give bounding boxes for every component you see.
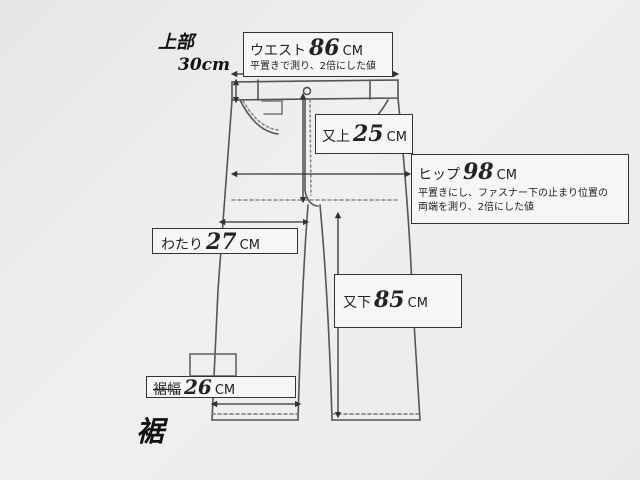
inseam-value: 85	[374, 287, 405, 313]
inseam-box: 又下 85 CM	[334, 274, 462, 328]
top-rise-annotation: 上部 30cm	[158, 32, 230, 76]
front-rise-box: 又上 25 CM	[315, 114, 413, 154]
front-rise-value: 25	[353, 121, 384, 147]
hip-label: ヒップ	[418, 167, 460, 183]
thigh-value: 27	[206, 229, 237, 255]
hem-width-value: 26	[184, 375, 212, 399]
hip-note-line2: 両端を測り、2倍にした値	[418, 202, 534, 213]
thigh-unit: CM	[239, 238, 260, 253]
hip-unit: CM	[496, 168, 517, 183]
waist-unit: CM	[342, 44, 363, 59]
front-rise-unit: CM	[386, 130, 407, 145]
hip-value: 98	[463, 159, 494, 185]
hem-width-box: 裾幅 26 CM	[146, 376, 296, 398]
hip-box: ヒップ 98 CM 平置きにし、ファスナー下の止まり位置の 両端を測り、2倍にし…	[411, 154, 629, 224]
hip-note-line1: 平置きにし、ファスナー下の止まり位置の	[418, 188, 608, 199]
front-rise-label: 又上	[322, 129, 350, 145]
thigh-label: わたり	[161, 237, 203, 253]
waist-note: 平置きで測り、2倍にした値	[250, 61, 376, 72]
waist-box: ウエスト 86 CM 平置きで測り、2倍にした値	[243, 32, 393, 77]
waist-label: ウエスト	[250, 43, 306, 59]
hem-width-unit: CM	[214, 383, 236, 398]
top-rise-label: 上部	[158, 32, 194, 53]
inseam-unit: CM	[407, 296, 428, 311]
thigh-box: わたり 27 CM	[152, 228, 298, 254]
hem-width-label: 裾幅	[153, 382, 181, 398]
top-rise-value: 30cm	[178, 55, 230, 75]
hem-annotation: 裾	[136, 415, 165, 448]
inseam-label: 又下	[343, 295, 371, 311]
waist-value: 86	[309, 35, 340, 61]
